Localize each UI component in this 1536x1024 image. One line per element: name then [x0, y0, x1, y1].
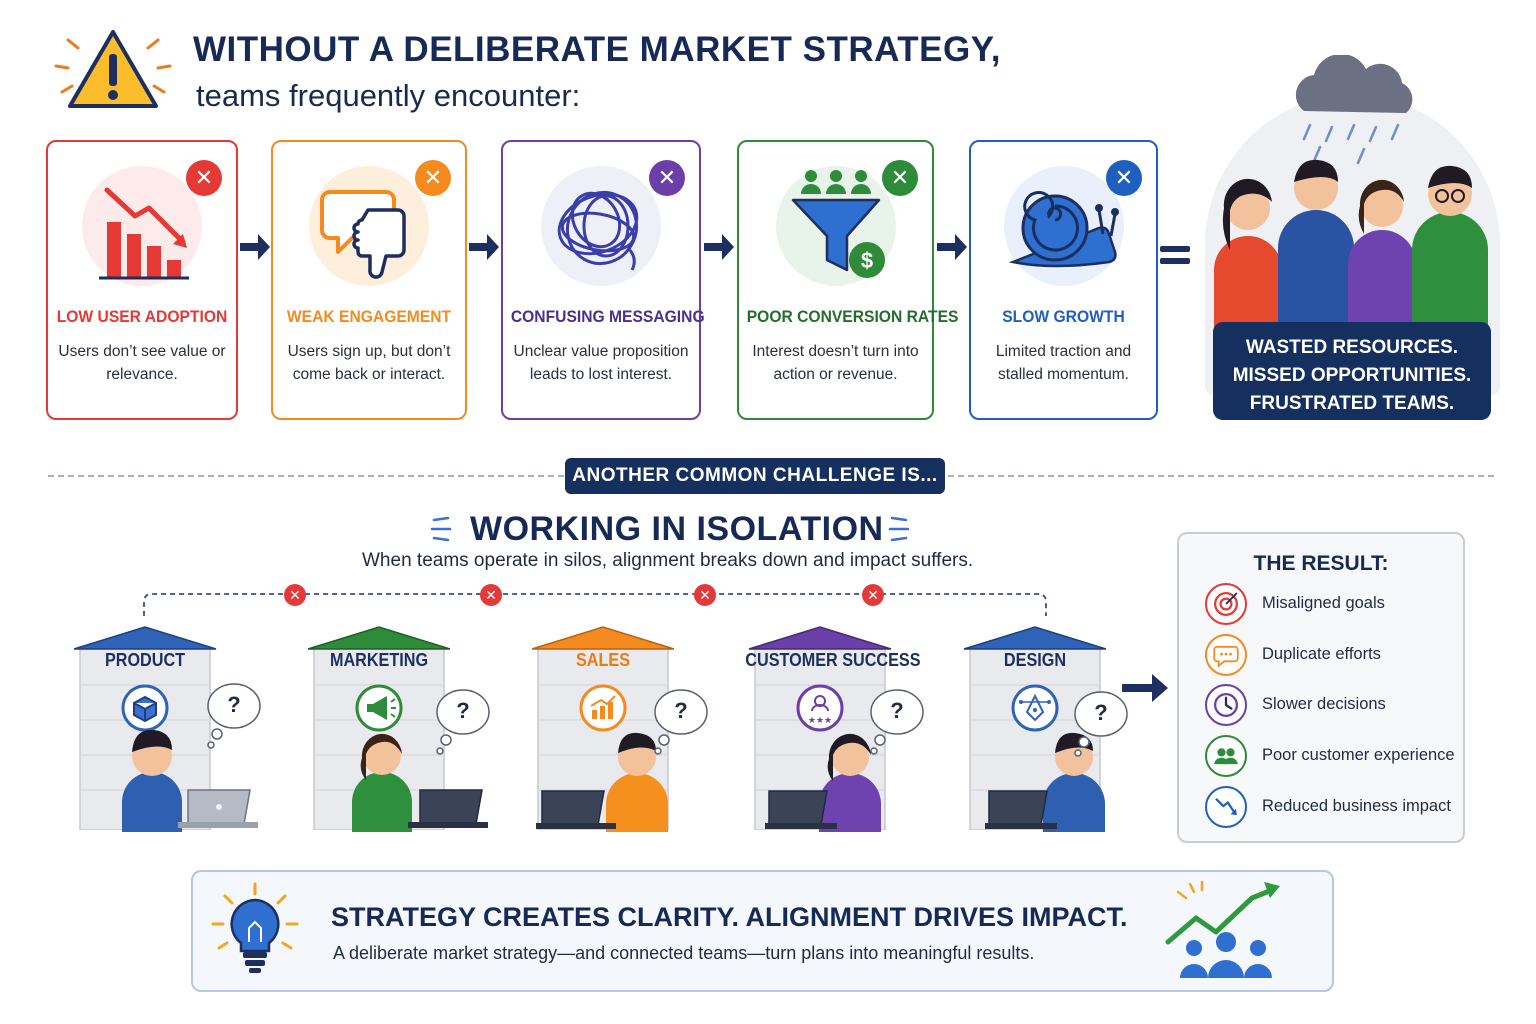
problem-card-weak-engagement: ✕ WEAK ENGAGEMENT Users sign up, but don…	[271, 140, 467, 420]
worker-sales-illustration	[536, 732, 668, 832]
x-icon: ✕	[186, 160, 222, 196]
section-divider-label: ANOTHER COMMON CHALLENGE IS...	[565, 458, 945, 494]
card-description: Limited traction and stalled momentum.	[995, 343, 1132, 383]
section-title: WORKING IN ISOLATION	[470, 510, 884, 548]
svg-text:★★★: ★★★	[808, 716, 832, 726]
result-label: Duplicate efforts	[1262, 645, 1381, 663]
people-icon	[1205, 735, 1247, 777]
result-title: THE RESULT:	[1253, 552, 1389, 575]
banner-title: STRATEGY CREATES CLARITY. ALIGNMENT DRIV…	[331, 902, 1128, 932]
worker-marketing-illustration	[352, 733, 488, 832]
tangled-scribble-icon	[557, 190, 639, 271]
thought-bubble-icon	[207, 683, 261, 749]
broken-link-icon: ✕	[862, 584, 884, 606]
banner-subtitle: A deliberate market strategy—and connect…	[333, 943, 1035, 963]
broken-connection-line	[143, 593, 1047, 616]
silo-label-marketing: MARKETING	[329, 650, 429, 670]
x-icon: ✕	[415, 160, 451, 196]
outcome-line: WASTED RESOURCES.	[1245, 337, 1459, 358]
arrow-right-icon	[1122, 674, 1168, 702]
result-label: Misaligned goals	[1262, 594, 1385, 612]
broken-link-icon: ✕	[284, 584, 306, 606]
outcome-line: MISSED OPPORTUNITIES.	[1232, 365, 1472, 386]
x-icon: ✕	[1106, 160, 1142, 196]
card-description: Unclear value proposition leads to lost …	[513, 343, 689, 383]
section-subtitle: When teams operate in silos, alignment b…	[362, 550, 974, 571]
card-title: WEAK ENGAGEMENT	[286, 307, 452, 326]
conclusion-banner	[191, 870, 1334, 992]
question-mark: ?	[456, 698, 470, 723]
worker-product-illustration	[122, 729, 258, 832]
frustrated-team-illustration	[1214, 159, 1488, 330]
warning-icon	[54, 30, 172, 108]
question-mark: ?	[890, 698, 904, 723]
arrow-right-icon	[704, 234, 734, 260]
svg-text:$: $	[860, 248, 872, 273]
funnel-dollar-icon: $	[791, 170, 885, 278]
arrow-right-icon	[469, 234, 499, 260]
thought-bubble-icon	[436, 689, 490, 755]
outcome-line: FRUSTRATED TEAMS.	[1249, 393, 1455, 414]
card-description: Users sign up, but don’t come back or in…	[287, 343, 451, 383]
thumbs-down-chat-icon	[320, 190, 406, 279]
arrow-right-icon	[240, 234, 270, 260]
lightbulb-icon	[211, 882, 299, 973]
thought-bubble-icon	[870, 689, 924, 755]
card-title: POOR CONVERSION RATES	[746, 307, 959, 326]
declining-bar-chart-icon	[99, 187, 189, 280]
rain-cloud-icon	[1295, 55, 1413, 165]
emphasis-lines-icon	[430, 516, 452, 542]
x-icon: ✕	[882, 160, 918, 196]
outcome-summary: WASTED RESOURCES. MISSED OPPORTUNITIES. …	[1213, 322, 1491, 420]
problem-card-slow-growth: ✕ SLOW GROWTH Limited traction and stall…	[969, 140, 1158, 420]
silo-label-product: PRODUCT	[104, 650, 186, 670]
problem-card-confusing-messaging: ✕ CONFUSING MESSAGING Unclear value prop…	[501, 140, 705, 420]
question-mark: ?	[674, 698, 688, 723]
snail-icon	[1008, 191, 1119, 268]
thought-bubble-icon	[654, 689, 708, 755]
down-trend-icon	[1205, 786, 1247, 828]
thought-bubble-icon	[1074, 691, 1128, 757]
page-subtitle: teams frequently encounter:	[196, 78, 581, 113]
silo-label-design: DESIGN	[1003, 650, 1067, 670]
result-label: Slower decisions	[1262, 695, 1386, 713]
page-title: WITHOUT A DELIBERATE MARKET STRATEGY,	[193, 30, 1001, 69]
problem-card-low-user-adoption: ✕ LOW USER ADOPTION Users don’t see valu…	[46, 140, 238, 420]
question-mark: ?	[227, 692, 241, 717]
broken-link-icon: ✕	[694, 584, 716, 606]
problem-card-poor-conversion-rates: $ ✕ POOR CONVERSION RATES Interest doesn…	[737, 140, 959, 420]
result-label: Poor customer experience	[1262, 746, 1455, 764]
worker-customer-success-illustration	[765, 733, 881, 832]
emphasis-lines-icon	[888, 516, 910, 542]
card-title: SLOW GROWTH	[1002, 307, 1125, 326]
result-label: Reduced business impact	[1262, 797, 1451, 815]
card-title: LOW USER ADOPTION	[56, 307, 228, 326]
card-description: Users don’t see value or relevance.	[58, 343, 226, 383]
equals-icon	[1160, 246, 1190, 266]
team-growth-icon	[1165, 880, 1280, 978]
x-icon: ✕	[649, 160, 685, 196]
broken-link-icon: ✕	[480, 584, 502, 606]
question-mark: ?	[1094, 700, 1108, 725]
target-icon	[1205, 583, 1247, 625]
result-panel: THE RESULT: Misaligned goals Duplicate e…	[1177, 532, 1465, 843]
card-description: Interest doesn’t turn into action or rev…	[752, 343, 919, 383]
arrow-right-icon	[937, 234, 967, 260]
chat-bubble-icon	[1205, 634, 1247, 676]
silo-label-customer-success: CUSTOMER SUCCESS	[745, 650, 921, 670]
card-title: CONFUSING MESSAGING	[510, 307, 705, 326]
silo-label-sales: SALES	[575, 650, 630, 670]
clock-icon	[1205, 684, 1247, 726]
